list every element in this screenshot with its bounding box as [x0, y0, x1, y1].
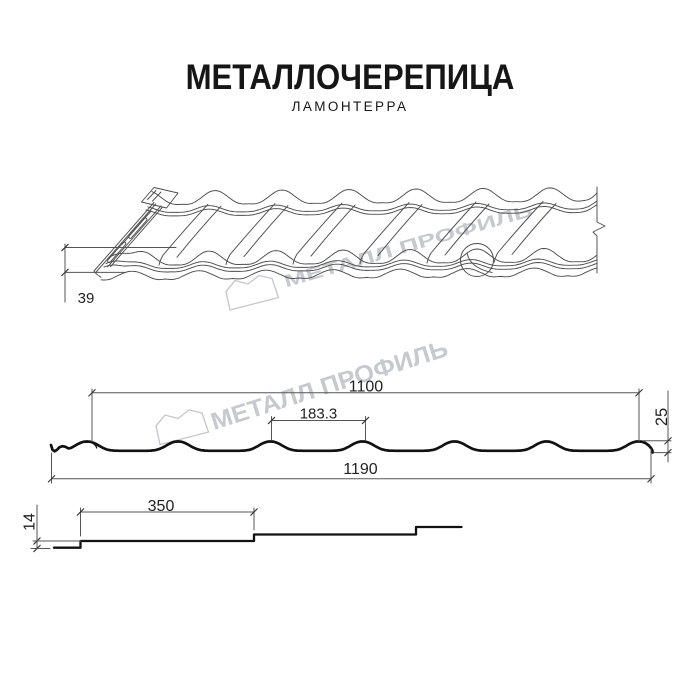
- svg-text:14: 14: [22, 513, 39, 531]
- svg-text:183.3: 183.3: [300, 406, 338, 423]
- svg-text:350: 350: [148, 498, 175, 515]
- svg-text:39: 39: [78, 290, 95, 307]
- svg-text:1190: 1190: [343, 461, 378, 478]
- svg-text:1100: 1100: [349, 379, 384, 396]
- svg-text:25: 25: [653, 408, 671, 426]
